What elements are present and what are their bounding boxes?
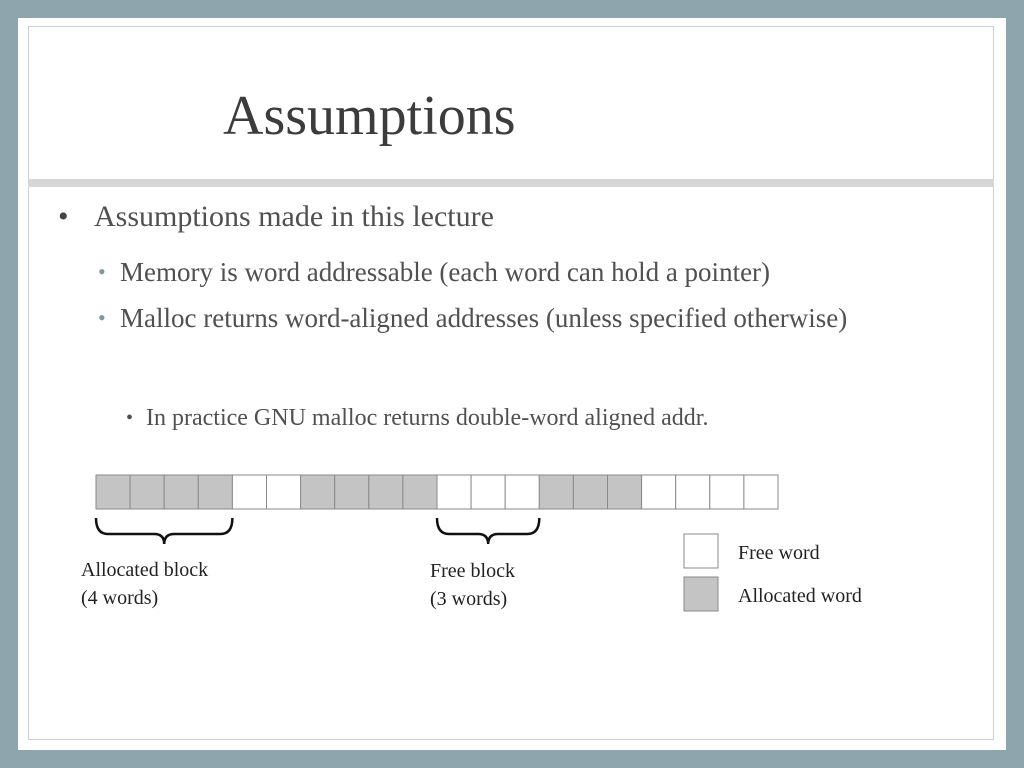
allocated-word-cell [197,474,233,510]
bullet-glyph: • [58,200,69,233]
bullet-glyph: • [98,305,106,330]
free-word-cell [675,474,711,510]
bullet-glyph: • [98,259,106,284]
free-word-cell [470,474,506,510]
free-word-cell [231,474,267,510]
allocated-block-brace [94,517,234,545]
slide-title: Assumptions [223,85,516,147]
free-word-cell [436,474,472,510]
label-line: Free block [430,560,515,582]
bullet-text: Malloc returns word-aligned addresses (u… [120,303,848,333]
allocated-word-cell [572,474,609,510]
slide: Assumptions • Assumptions made in this l… [18,18,1006,750]
allocated-word-cell [300,474,336,510]
allocated-word-cell [95,474,131,510]
legend-free-label: Free word [738,542,820,564]
allocated-word-cell [129,474,165,510]
memory-row [95,474,779,510]
free-word-cell [504,474,540,510]
free-block-label: Free block (3 words) [430,557,515,613]
label-line: (4 words) [81,587,159,609]
allocated-word-cell [607,474,643,510]
title-divider [28,179,994,187]
slide-frame [28,26,994,740]
legend-allocated-label: Allocated word [738,585,862,607]
block-braces [94,517,541,545]
allocated-word-cell [163,474,199,510]
bullet-level2: • Memory is word addressable (each word … [98,254,771,290]
free-word-cell [641,474,677,510]
memory-diagram [94,474,779,612]
bullet-level1: • Assumptions made in this lecture [58,198,494,236]
free-word-cell [709,474,745,510]
label-line: (3 words) [430,588,508,610]
legend [683,533,719,612]
bullet-level2: • Malloc returns word-aligned addresses … [98,300,880,336]
bullet-glyph: • [126,407,134,429]
bullet-text: Memory is word addressable (each word ca… [120,257,771,287]
allocated-word-cell [368,474,404,510]
allocated-word-cell [334,474,370,510]
label-line: Allocated block [81,559,209,581]
allocated-block-label: Allocated block (4 words) [81,556,208,612]
free-block-brace [435,517,541,545]
allocated-word-cell [402,474,438,510]
allocated-word-cell [538,474,574,510]
bullet-text: In practice GNU malloc returns double-wo… [146,405,709,431]
free-word-cell [266,474,302,510]
bullet-text: Assumptions made in this lecture [94,200,494,233]
bullet-level3: • In practice GNU malloc returns double-… [126,402,709,434]
legend-free-swatch [683,533,719,569]
legend-allocated-swatch [683,576,719,612]
free-word-cell [743,474,779,510]
